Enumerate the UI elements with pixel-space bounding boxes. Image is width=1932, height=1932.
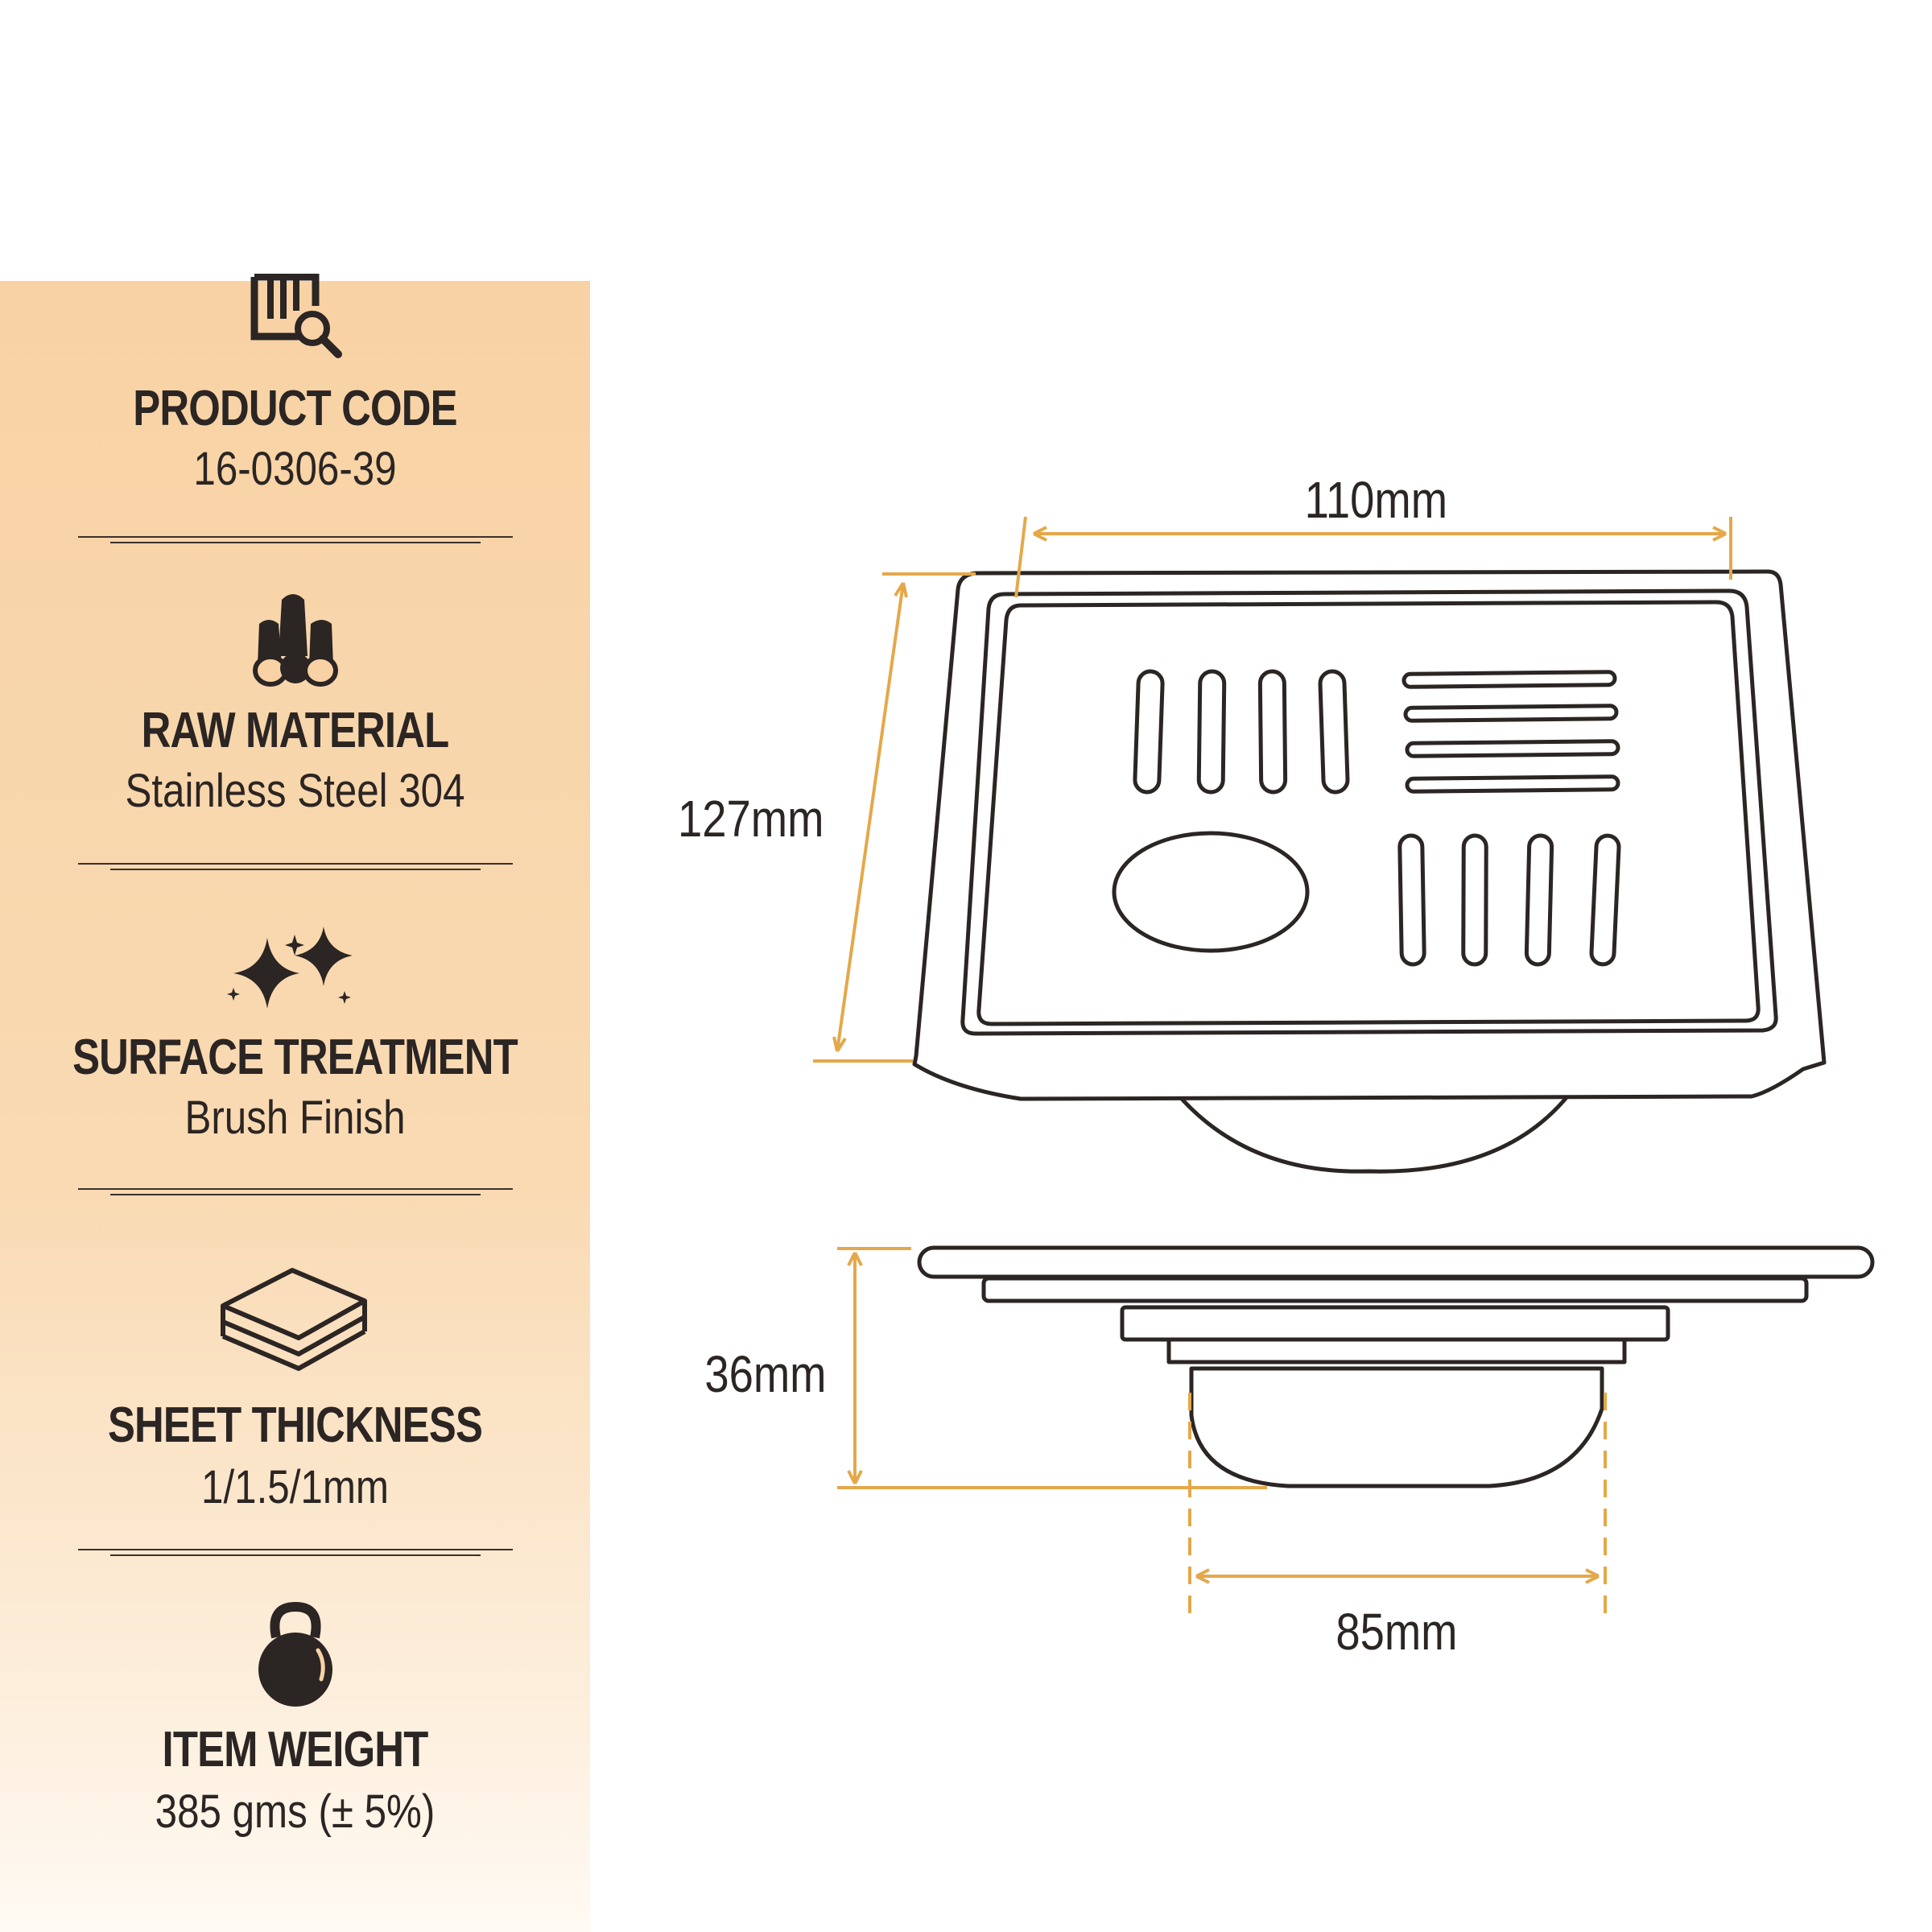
spec-value: Stainless Steel 304 [125,765,465,817]
dim-label-height: 127mm [678,790,824,848]
grate-slot [1524,833,1554,967]
grate-slot [1257,669,1288,795]
grate-slot [1397,833,1426,967]
drain-side-view [917,1245,1875,1488]
spec-sheet-thickness: SHEET THICKNESS 1/1.5/1mm [0,1264,590,1515]
spec-raw-material: RAW MATERIAL Stainless Steel 304 [0,592,590,819]
spec-label: PRODUCT CODE [133,381,457,436]
divider [78,1187,513,1198]
top-view-slots [1133,669,1621,967]
dim-label-depth: 36mm [704,1345,827,1403]
divider [78,861,513,873]
spec-label: SHEET THICKNESS [107,1397,483,1453]
spec-label: RAW MATERIAL [141,703,450,758]
spec-product-code: PRODUCT CODE 16-0306-39 [0,274,590,497]
grate-slot [1461,833,1488,967]
dimension-lines [813,516,1732,1623]
spec-surface-treatment: SURFACE TREATMENT Brush Finish [0,922,590,1146]
sparkles-icon [226,927,353,1009]
spec-value: 16-0306-39 [193,443,397,495]
grate-slot [1133,669,1165,795]
kettlebell-icon [258,1602,332,1707]
spec-item-weight: ITEM WEIGHT 385 gms (± 5%) [0,1602,590,1839]
spec-value: 385 gms (± 5%) [155,1785,436,1838]
spec-label: SURFACE TREATMENT [72,1030,518,1085]
layered-sheets-icon [220,1268,367,1371]
spec-value: 1/1.5/1mm [201,1461,389,1513]
grate-slot [1196,669,1227,795]
grate-slot [1403,704,1619,723]
catalog-search-icon [250,274,342,358]
dim-label-body-diameter: 85mm [1335,1603,1458,1661]
spec-value: Brush Finish [184,1092,406,1144]
divider [78,535,513,546]
grate-slot [1318,669,1350,795]
steel-rods-icon [252,594,338,687]
spec-label: ITEM WEIGHT [162,1722,429,1777]
divider [78,1547,513,1558]
grate-slot [1405,774,1620,794]
grate-slot [1589,833,1621,967]
grate-slot [1405,739,1620,758]
drain-top-view [912,569,1827,1174]
grate-slot [1402,670,1617,689]
dim-label-width: 110mm [1304,471,1448,529]
